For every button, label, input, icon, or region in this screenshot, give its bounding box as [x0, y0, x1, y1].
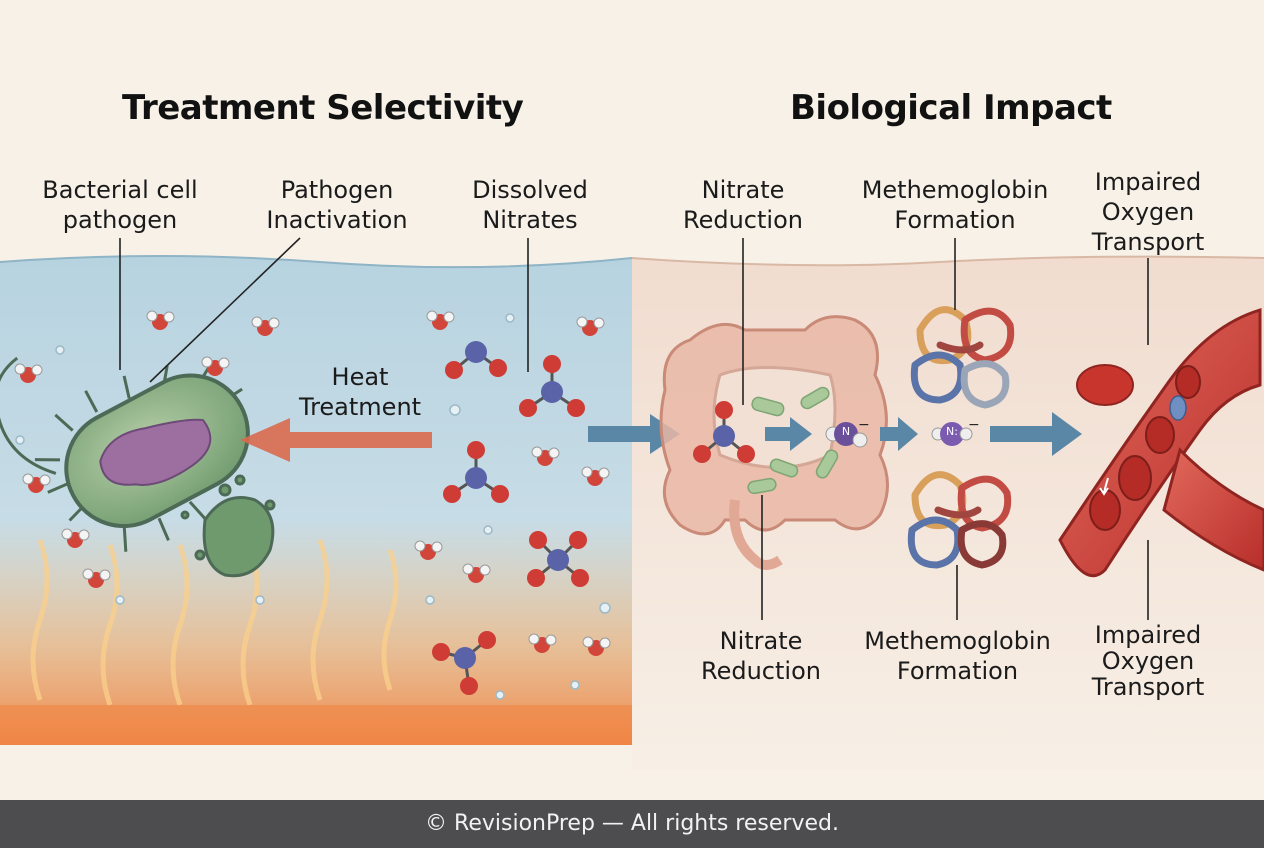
label-methemoglobin-bottom: Methemoglobin Formation [864, 627, 1051, 685]
label-methemoglobin-top: Methemoglobin Formation [861, 176, 1049, 234]
nitrate-in-gut [693, 401, 755, 463]
label-bacterial-cell: Bacterial cell pathogen [42, 176, 198, 234]
label-impaired-oxygen-top: Impaired Oxygen Transport [1091, 168, 1205, 256]
tissue-surface [631, 255, 1264, 267]
intestine [659, 315, 889, 570]
label-dissolved-nitrates: Dissolved Nitrates [472, 176, 588, 234]
nitrite-symbol: N [841, 425, 851, 438]
bacterium [0, 356, 250, 552]
label-pathogen-inactivation: Pathogen Inactivation [266, 176, 408, 234]
arrow-to-no [880, 417, 918, 451]
copyright-footer: © RevisionPrep — All rights reserved. [0, 800, 1264, 848]
leader-lines [119, 237, 1149, 620]
no-symbol: N: [946, 425, 958, 438]
bubbles [15, 313, 611, 700]
nitrite-ion [825, 422, 868, 448]
water-molecules [14, 310, 611, 656]
label-nitrate-reduction-bottom: Nitrate Reduction [701, 627, 821, 685]
no-ion [931, 422, 973, 446]
title-treatment-selectivity: Treatment Selectivity [122, 88, 524, 128]
label-heat-treatment: Heat Treatment [298, 363, 422, 421]
blood-vessel [1058, 307, 1264, 578]
diagram-stage [0, 237, 1264, 771]
label-nitrate-reduction-top: Nitrate Reduction [683, 176, 803, 234]
title-biological-impact: Biological Impact [790, 88, 1112, 128]
no-charge: − [968, 417, 980, 433]
label-impaired-oxygen-bottom: Impaired Oxygen Transport [1091, 621, 1205, 701]
ruptured-cell [180, 474, 276, 578]
gut-bacteria [747, 386, 839, 495]
heat-waves [30, 539, 399, 706]
entry-arrow [588, 414, 680, 454]
diagram-art [0, 237, 1264, 771]
nitrate-molecules-water [432, 341, 589, 695]
arrow-to-blood [990, 412, 1082, 456]
heat-base [0, 705, 632, 745]
nitrite-charge: − [858, 417, 870, 433]
hemoglobin-bottom [907, 471, 1012, 569]
arrow-to-nitrite [765, 417, 812, 451]
water-surface [0, 255, 633, 269]
heat-arrow [240, 418, 432, 462]
hemoglobin-top [910, 306, 1015, 409]
